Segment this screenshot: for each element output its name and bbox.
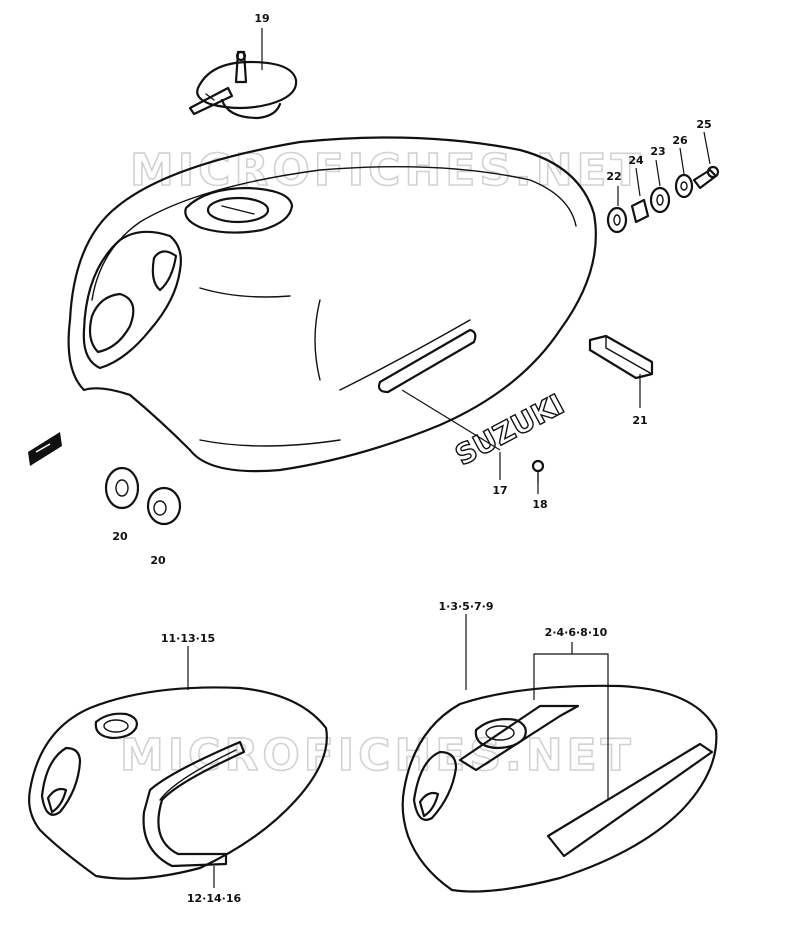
callout-20a: 20 [112, 530, 128, 543]
callout-17: 17 [492, 484, 507, 497]
callout-20b: 20 [150, 554, 166, 567]
callout-2-4-6-8-10: 2·4·6·8·10 [545, 626, 608, 639]
washer-26 [674, 173, 694, 199]
leader-lines [187, 28, 711, 888]
callout-24: 24 [628, 154, 644, 167]
washer-23 [649, 186, 671, 214]
callout-labels: 19 25 26 23 24 22 21 17 18 20 20 11·13·1… [112, 12, 711, 905]
callout-18: 18 [532, 498, 547, 511]
spacer-24 [630, 198, 650, 224]
callout-26: 26 [672, 134, 688, 147]
callout-23: 23 [650, 145, 665, 158]
rubber-cushion-20a [104, 466, 140, 510]
watermark-top: MICROFICHES.NET [130, 145, 645, 196]
bolt-25 [692, 168, 718, 190]
washer-22 [606, 206, 628, 234]
callout-25: 25 [696, 118, 711, 131]
callout-12-14-16: 12·14·16 [187, 892, 242, 905]
rubber-cushion-20b [146, 486, 182, 526]
mounting-hardware [606, 165, 720, 234]
fuel-cap [188, 50, 298, 120]
callout-22: 22 [606, 170, 621, 183]
watermark-bottom: MICROFICHES.NET [120, 730, 635, 781]
callout-11-13-15: 11·13·15 [161, 632, 215, 645]
callout-19: 19 [254, 12, 269, 25]
screw-18 [531, 459, 545, 483]
front-direction-arrow-icon [28, 432, 62, 466]
fuel-tank-variant-left [28, 686, 328, 880]
fuel-tank-main [67, 136, 597, 473]
callout-21: 21 [632, 414, 647, 427]
fuel-tank-variant-right [401, 684, 718, 893]
callout-1-3-5-7-9: 1·3·5·7·9 [439, 600, 494, 613]
